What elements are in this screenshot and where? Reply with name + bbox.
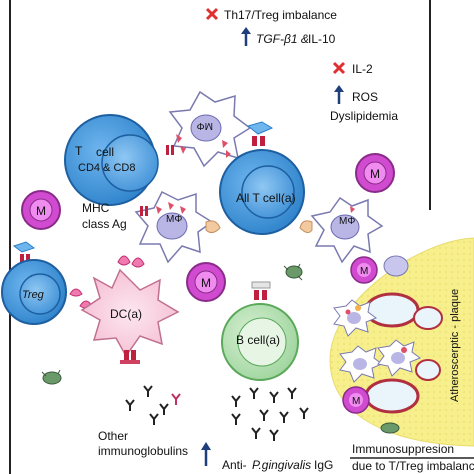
other-ig-line1: Other xyxy=(98,429,128,443)
m-cell-mhc: M MHC class Ag xyxy=(21,190,127,231)
legend: Th17/Treg imbalance TGF-β1 & IL-10 IL-2 … xyxy=(205,7,398,123)
foam-cell xyxy=(339,345,384,383)
cross-icon xyxy=(332,61,346,75)
legend-il2: IL-2 xyxy=(352,62,373,76)
legend-ros: ROS xyxy=(352,90,378,104)
m-cell-plaque-bottom: M xyxy=(342,386,370,414)
anti-pg-prefix: Anti- xyxy=(222,458,247,472)
dc-cell: DC(a) xyxy=(80,255,180,364)
antibody-icons xyxy=(125,385,309,441)
antigen-icon xyxy=(166,134,231,158)
up-arrow-icon xyxy=(201,442,211,466)
macrophage-middle: MΦ xyxy=(134,190,221,264)
immuno-line2: due to T/Treg imbalance xyxy=(352,459,474,473)
m-plaque-bottom-label: M xyxy=(352,396,360,407)
t-cell-line1: cell xyxy=(96,145,114,159)
t-cell-line2: CD4 & CD8 xyxy=(78,162,135,174)
macrophage-right: MΦ xyxy=(299,196,384,264)
m-cell-mhc-label: M xyxy=(36,204,46,218)
m-plaque-top-label: M xyxy=(360,266,368,277)
anti-pg-italic: P.gingivalis xyxy=(252,458,311,472)
bacterium-icon xyxy=(41,369,62,385)
anti-pg-igg: IgG xyxy=(314,458,333,472)
cross-icon xyxy=(205,7,219,21)
legend-th17-treg: Th17/Treg imbalance xyxy=(224,8,337,22)
m-cell-right-top: M xyxy=(355,153,395,193)
plaque-label: Atheroscerptic - plaque xyxy=(449,289,461,402)
mhc-line2: class Ag xyxy=(82,217,127,231)
m-cell-middle-label: M xyxy=(201,276,211,290)
t-cell: T cell CD4 & CD8 xyxy=(64,114,159,206)
treg-cell: Treg xyxy=(1,241,67,325)
macrophage-top-label: MΦ xyxy=(197,120,213,131)
macrophage-top: MΦ xyxy=(166,90,252,168)
m-cell-label: M xyxy=(370,167,380,181)
all-t-cell: All T cell(a) xyxy=(219,121,305,235)
all-t-cell-label: All T cell(a) xyxy=(236,191,296,205)
macrophage-right-label: MΦ xyxy=(339,216,355,227)
plaque: M M Atheroscerptic - plaque xyxy=(329,237,474,447)
m-cell-plaque-top: M xyxy=(350,256,378,284)
b-cell: B cell(a) xyxy=(221,281,299,381)
b-cell-label: B cell(a) xyxy=(236,333,280,347)
m-cell-middle: M xyxy=(186,262,226,302)
bacterium-icon xyxy=(283,263,303,281)
receptor-icon xyxy=(69,288,83,297)
mhc-line1: MHC xyxy=(82,201,110,215)
dc-label: DC(a) xyxy=(110,307,142,321)
up-arrow-icon xyxy=(241,27,251,46)
foam-cell xyxy=(377,339,422,377)
legend-il10: IL-10 xyxy=(308,32,336,46)
legend-dyslipidemia: Dyslipidemia xyxy=(330,109,398,123)
immuno-line1: Immunosuppresion xyxy=(352,442,454,456)
antigen-icon xyxy=(140,202,186,216)
up-arrow-icon xyxy=(334,85,344,104)
treg-label: Treg xyxy=(22,289,45,301)
other-ig-line2: immunoglobulins xyxy=(98,444,188,458)
antibody-icons-red xyxy=(171,393,181,405)
foam-cell xyxy=(333,299,378,337)
macrophage-middle-label: MΦ xyxy=(166,214,182,225)
t-cell-label: T xyxy=(75,144,83,158)
legend-tgf: TGF-β1 & xyxy=(256,32,309,46)
